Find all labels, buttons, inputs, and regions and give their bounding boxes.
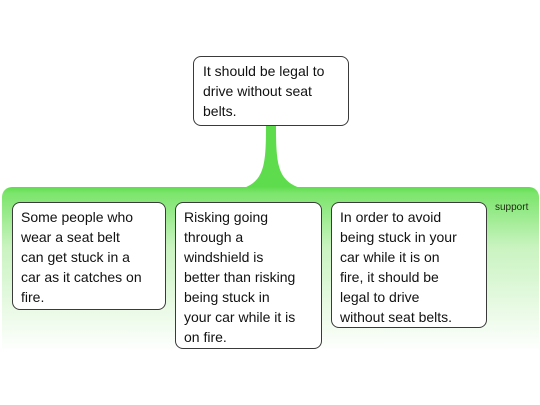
connector-stem [244, 126, 300, 188]
reason-text-3: In order to avoid being stuck in your ca… [340, 209, 457, 325]
reason-text-2: Risking going through a windshield is be… [184, 209, 296, 345]
reason-node-2[interactable]: Risking going through a windshield is be… [175, 202, 322, 349]
claim-node[interactable]: It should be legal to drive without seat… [193, 56, 349, 126]
claim-text: It should be legal to drive without seat… [203, 63, 325, 119]
support-label: support [495, 202, 529, 213]
reason-node-1[interactable]: Some people who wear a seat belt can get… [12, 202, 166, 310]
reason-node-3[interactable]: In order to avoid being stuck in your ca… [331, 202, 487, 328]
reason-text-1: Some people who wear a seat belt can get… [21, 209, 142, 305]
